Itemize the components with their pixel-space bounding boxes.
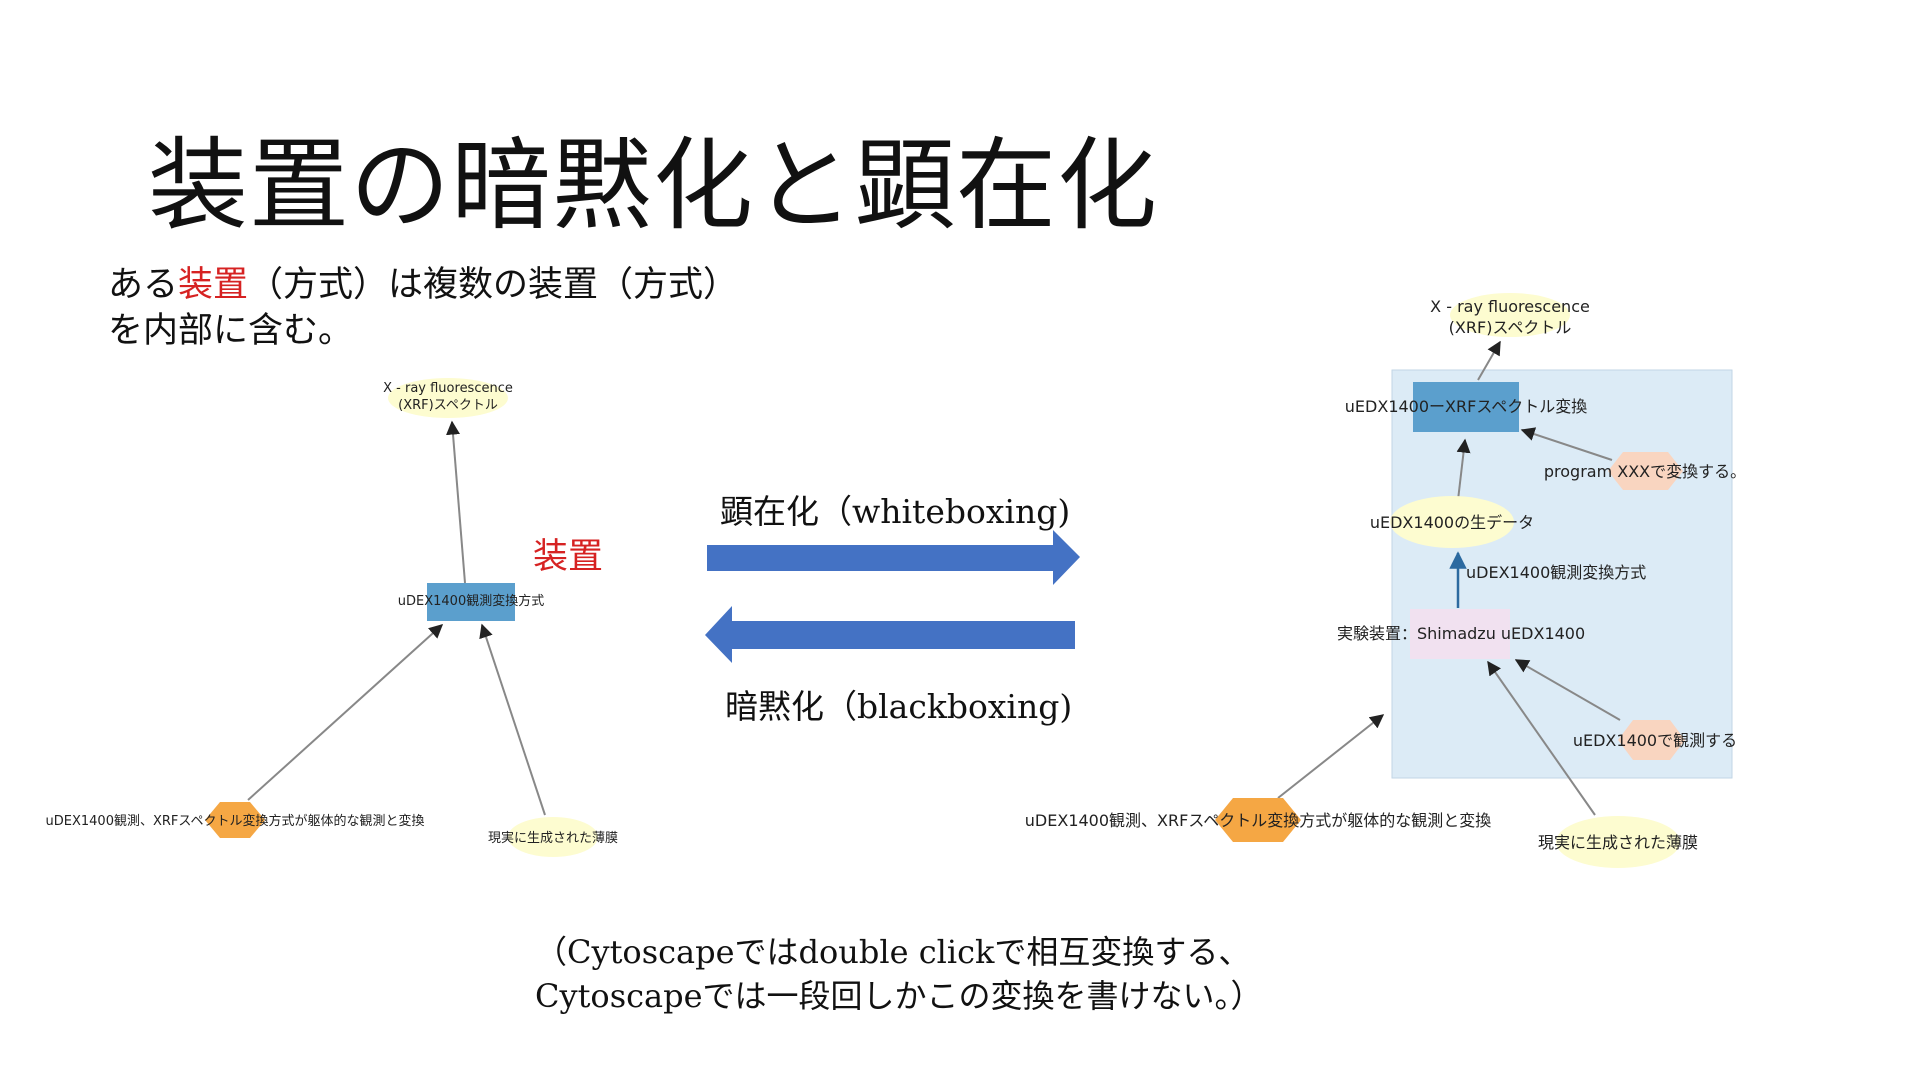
r-node-device-label: 実験装置：Shimadzu uEDX1400: [1337, 624, 1585, 643]
edge-transform-to-xrf: [1477, 340, 1501, 381]
r-node-film-ellipse[interactable]: [1556, 816, 1680, 868]
edge-film-to-method: [479, 623, 546, 816]
node-xrf-line2: (XRF)スペクトル: [398, 398, 498, 413]
edge-film-to-device: [1487, 660, 1596, 816]
edge-generic-to-method: [247, 624, 444, 801]
r-node-xrf-line1: X - ray fluorescence: [1430, 297, 1590, 316]
node-xrf-line1: X - ray fluorescence: [383, 381, 513, 396]
slide-title: 装置の暗黙化と顕在化: [148, 127, 1158, 244]
r-node-xrf-ellipse[interactable]: [1450, 293, 1570, 337]
r-node-program-hexagon[interactable]: [1608, 452, 1683, 490]
edge-generic-to-container: [1277, 714, 1385, 799]
node-generic-hexagon[interactable]: [205, 802, 265, 838]
r-node-generic-hexagon[interactable]: [1215, 798, 1301, 842]
intro-highlight: 装置: [178, 265, 249, 305]
r-node-observe-hexagon[interactable]: [1618, 720, 1685, 760]
caption-line-2: Cytoscapeでは一段回しかこの変換を書けない。）: [535, 977, 1263, 1015]
whiteboxing-label: 顕在化（whiteboxing): [720, 492, 1071, 531]
edge-program-to-transform: [1520, 427, 1613, 461]
r-node-observe-label: uEDX1400で観測する: [1573, 731, 1737, 750]
caption: （Cytoscapeではdouble clickで相互変換する、 Cytosca…: [535, 930, 1263, 1018]
r-edge-method-label: uDEX1400観測変換方式: [1466, 563, 1646, 582]
edge-raw-to-transform: [1456, 438, 1471, 501]
node-film-ellipse[interactable]: [508, 817, 598, 857]
node-method-rect[interactable]: [427, 583, 515, 621]
whiteboxing-arrow: [707, 530, 1080, 585]
node-film-label: 現実に生成された薄膜: [488, 830, 618, 846]
blackboxing-label: 暗黙化（blackboxing): [725, 687, 1073, 726]
r-node-device-rect[interactable]: [1410, 609, 1510, 659]
r-node-program-label: program XXXで変換する。: [1544, 462, 1746, 481]
r-node-xrf-line2: (XRF)スペクトル: [1449, 318, 1572, 337]
r-node-film-label: 現実に生成された薄膜: [1538, 833, 1698, 852]
edge-method-to-xrf: [446, 420, 466, 584]
node-generic-label: uDEX1400観測、XRFスペクトル変換方式が躯体的な観測と変換: [46, 813, 425, 829]
r-node-raw-ellipse[interactable]: [1390, 496, 1514, 548]
device-container[interactable]: [1391, 369, 1733, 779]
node-xrf-ellipse[interactable]: [388, 378, 508, 418]
r-node-raw-label: uEDX1400の生データ: [1370, 513, 1534, 532]
blackboxing-arrow: [705, 606, 1075, 663]
r-node-transform-rect[interactable]: [1413, 382, 1519, 432]
edge-observe-to-device: [1514, 659, 1621, 721]
caption-line-1: （Cytoscapeではdouble clickで相互変換する、: [535, 933, 1251, 971]
intro-prefix: ある: [108, 265, 179, 305]
r-node-transform-label: uEDX1400ーXRFスペクトル変換: [1345, 397, 1587, 416]
device-label: 装置: [533, 537, 604, 577]
intro-rest: （方式）は複数の装置（方式）を内部に含む。: [108, 265, 739, 351]
node-method-label: uDEX1400観測変換方式: [398, 593, 544, 609]
r-node-generic-label: uDEX1400観測、XRFスペクトル変換方式が躯体的な観測と変換: [1025, 811, 1491, 830]
intro-text: ある装置（方式）は複数の装置（方式）を内部に含む。: [108, 262, 768, 354]
